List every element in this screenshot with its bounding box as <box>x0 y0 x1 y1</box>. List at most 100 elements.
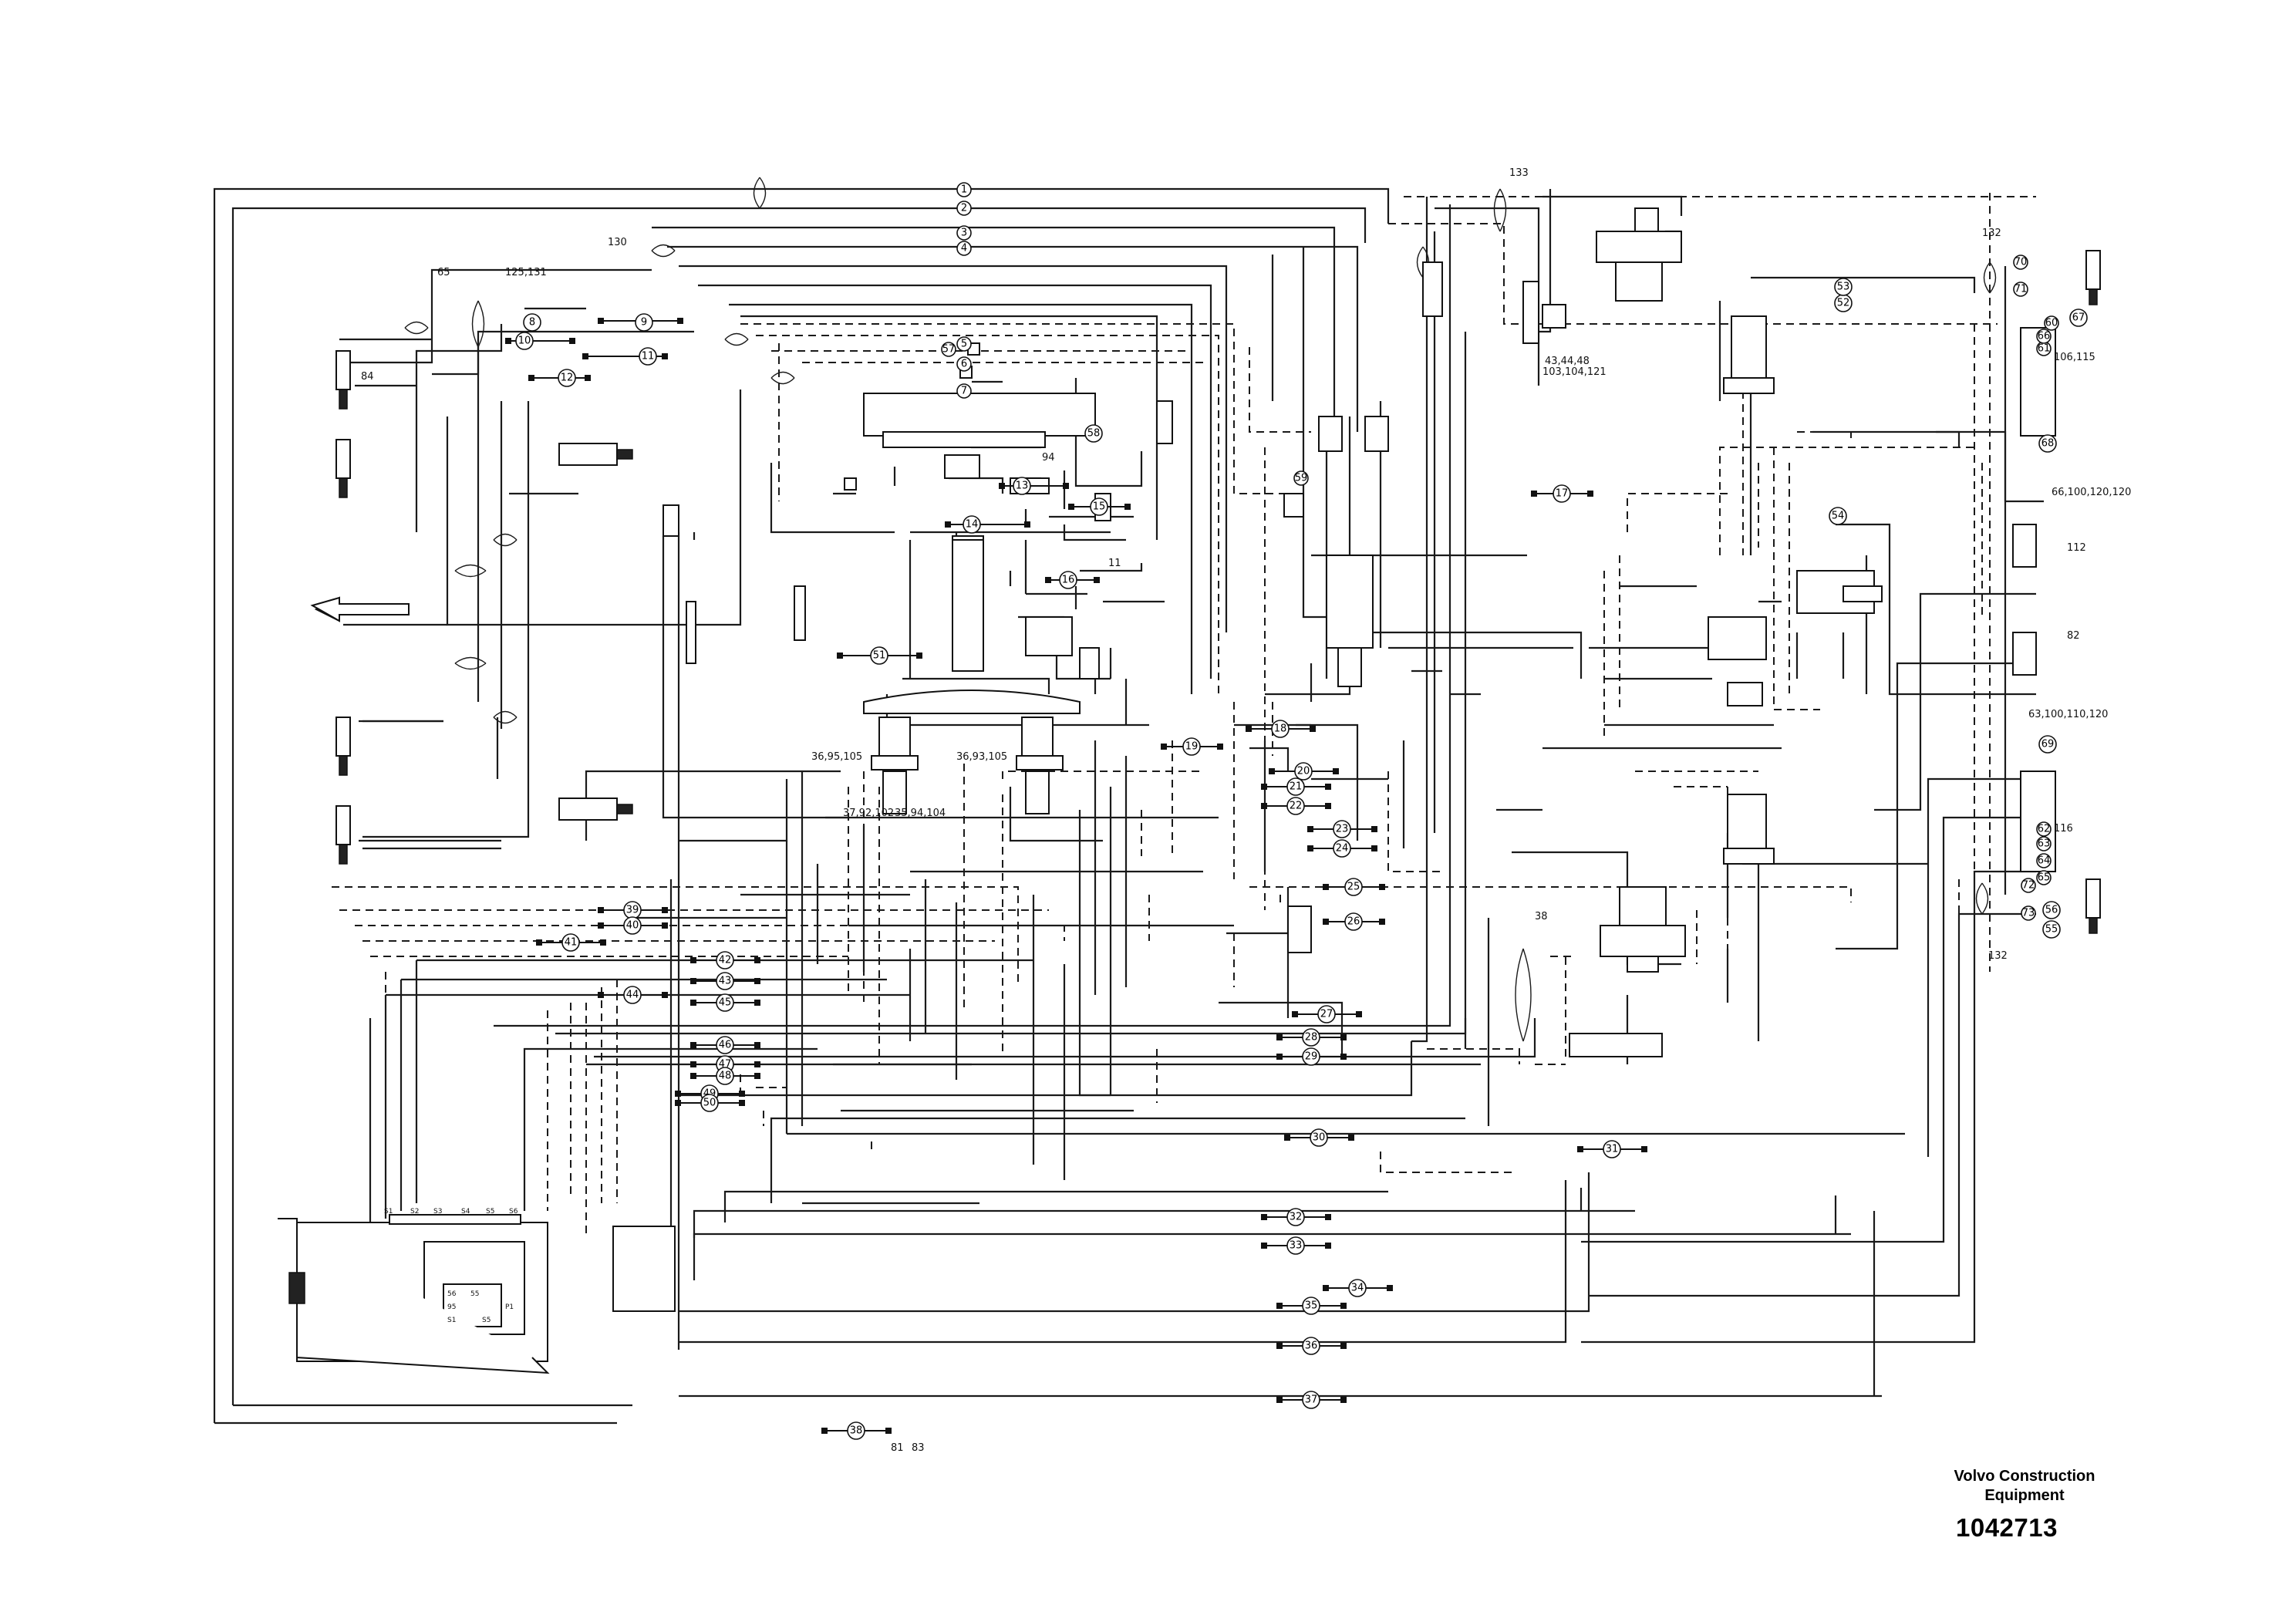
svg-text:112: 112 <box>2067 542 2086 554</box>
balloon-36: 36 <box>1302 1337 1320 1355</box>
svg-text:62: 62 <box>2038 824 2051 835</box>
svg-text:58: 58 <box>1087 428 1101 440</box>
svg-text:60: 60 <box>2045 318 2058 329</box>
svg-text:4: 4 <box>961 243 967 255</box>
svg-text:65: 65 <box>437 267 450 278</box>
svg-text:10: 10 <box>518 336 531 347</box>
svg-text:S4: S4 <box>461 1208 470 1216</box>
svg-text:41: 41 <box>565 937 578 949</box>
svg-text:29: 29 <box>1305 1051 1318 1063</box>
balloon-14: 14 <box>963 515 981 534</box>
svg-text:36,93,105: 36,93,105 <box>956 751 1007 763</box>
balloon-20: 20 <box>1294 762 1313 781</box>
svg-text:28: 28 <box>1305 1032 1318 1044</box>
svg-text:46: 46 <box>719 1040 732 1051</box>
balloon-54: 54 <box>1829 507 1847 525</box>
svg-text:106,115: 106,115 <box>2054 352 2095 363</box>
svg-text:S1: S1 <box>384 1208 393 1216</box>
svg-text:34: 34 <box>1351 1283 1364 1294</box>
balloon-67: 67 <box>2069 309 2088 327</box>
svg-text:40: 40 <box>626 920 639 932</box>
balloon-59: 59 <box>1293 470 1309 486</box>
swivel-joint <box>1708 315 1775 865</box>
svg-text:20: 20 <box>1297 766 1310 777</box>
svg-text:132: 132 <box>1988 950 2008 962</box>
balloon-8: 8 <box>523 313 541 332</box>
balloon-6: 6 <box>956 356 972 372</box>
svg-text:125,131: 125,131 <box>505 267 547 278</box>
balloon-16: 16 <box>1059 571 1077 589</box>
balloon-73: 73 <box>2021 905 2036 921</box>
balloon-45: 45 <box>716 993 734 1012</box>
svg-text:32: 32 <box>1290 1212 1303 1223</box>
svg-text:2: 2 <box>961 203 967 214</box>
svg-text:48: 48 <box>719 1071 732 1082</box>
balloon-26: 26 <box>1344 912 1363 931</box>
position-balloons: 1 2 3 4 5 6 7 8 9 10 11 12 13 14 15 16 1… <box>515 182 2088 1440</box>
svg-text:95: 95 <box>447 1303 456 1311</box>
travel-motor-top <box>1542 207 1682 329</box>
balloon-10: 10 <box>515 332 534 350</box>
svg-text:55: 55 <box>2045 924 2058 936</box>
svg-text:66: 66 <box>2038 331 2051 342</box>
svg-text:3: 3 <box>961 228 967 239</box>
svg-text:44: 44 <box>626 990 639 1001</box>
svg-text:57: 57 <box>942 344 956 356</box>
travel-motor-bottom <box>1569 886 1686 1057</box>
svg-text:39: 39 <box>626 905 639 916</box>
svg-text:24: 24 <box>1336 843 1349 855</box>
balloon-57: 57 <box>941 342 956 357</box>
svg-text:83: 83 <box>912 1442 925 1454</box>
svg-text:21: 21 <box>1290 781 1303 793</box>
svg-text:64: 64 <box>2038 855 2051 867</box>
svg-text:52: 52 <box>1837 298 1850 309</box>
svg-text:25: 25 <box>1347 882 1360 893</box>
balloon-40: 40 <box>623 916 642 935</box>
svg-text:130: 130 <box>608 237 627 248</box>
svg-text:71: 71 <box>2014 284 2028 295</box>
balloon-35: 35 <box>1302 1297 1320 1315</box>
svg-text:84: 84 <box>361 371 374 383</box>
svg-text:S6: S6 <box>509 1208 518 1216</box>
svg-text:133: 133 <box>1509 167 1529 179</box>
balloon-23: 23 <box>1333 820 1351 838</box>
balloon-50: 50 <box>700 1094 719 1112</box>
svg-text:36,95,105: 36,95,105 <box>811 751 862 763</box>
svg-text:37: 37 <box>1305 1394 1318 1406</box>
balloon-63: 63 <box>2036 836 2052 851</box>
balloon-31: 31 <box>1603 1140 1621 1158</box>
svg-text:13: 13 <box>1016 481 1029 492</box>
svg-text:33: 33 <box>1290 1240 1303 1252</box>
svg-text:72: 72 <box>2022 880 2035 892</box>
balloon-19: 19 <box>1182 737 1201 756</box>
pilot-lines-dashed <box>332 193 2036 1234</box>
balloon-64: 64 <box>2036 853 2052 868</box>
balloon-22: 22 <box>1286 797 1305 815</box>
balloon-41: 41 <box>561 933 580 952</box>
svg-text:30: 30 <box>1313 1132 1326 1144</box>
balloon-11: 11 <box>639 347 657 366</box>
svg-text:8: 8 <box>529 317 535 329</box>
svg-text:82: 82 <box>2067 630 2080 642</box>
balloon-21: 21 <box>1286 777 1305 796</box>
svg-text:67: 67 <box>2072 312 2085 324</box>
svg-text:56: 56 <box>447 1290 457 1298</box>
svg-text:132: 132 <box>1982 228 2001 239</box>
balloon-48: 48 <box>716 1067 734 1085</box>
svg-text:56: 56 <box>2045 905 2058 916</box>
svg-text:P1: P1 <box>505 1303 514 1311</box>
svg-text:14: 14 <box>966 519 979 531</box>
pump-and-tank <box>278 1214 676 1374</box>
balloon-25: 25 <box>1344 878 1363 896</box>
balloon-39: 39 <box>623 901 642 919</box>
svg-text:35: 35 <box>1305 1300 1318 1312</box>
balloon-55: 55 <box>2042 920 2061 939</box>
svg-text:17: 17 <box>1556 488 1569 500</box>
balloon-32: 32 <box>1286 1208 1305 1226</box>
svg-text:66,100,120,120: 66,100,120,120 <box>2052 487 2131 498</box>
svg-text:63: 63 <box>2038 838 2051 850</box>
balloon-69: 69 <box>2038 735 2057 754</box>
svg-text:5: 5 <box>961 339 967 350</box>
svg-text:43,44,48: 43,44,48 <box>1545 356 1590 367</box>
